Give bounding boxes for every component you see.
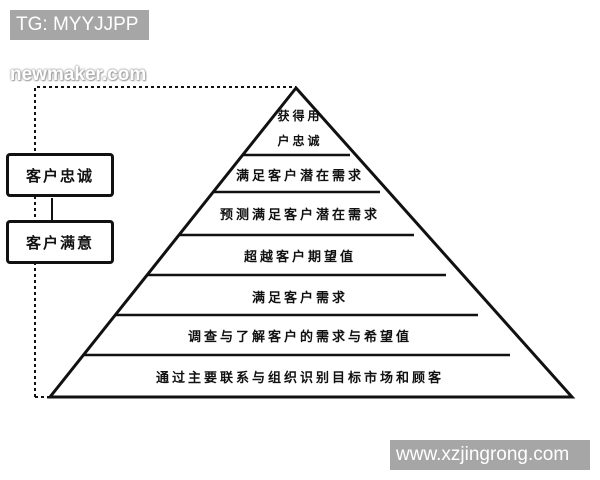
pyramid-layer-3: 预测满足客户潜在需求	[219, 208, 380, 223]
pyramid-outline	[46, 85, 576, 399]
watermark-top-left: TG: MYYJJPP	[10, 10, 149, 40]
side-box-customer-satisfaction: 客户满意	[6, 220, 114, 264]
pyramid-layer-4: 超越客户期望值	[243, 250, 356, 265]
side-box-label: 客户忠诚	[25, 166, 94, 185]
pyramid-layer-5: 满足客户需求	[251, 291, 348, 306]
watermark-source: newmaker.com	[10, 64, 147, 85]
pyramid-layer-6: 调查与了解客户的需求与希望值	[187, 330, 412, 345]
side-box-label: 客户满意	[25, 233, 94, 252]
pyramid-layer-1-line1: 获得用	[277, 109, 323, 123]
side-box-customer-loyalty: 客户忠诚	[6, 153, 114, 197]
pyramid-layer-2: 满足客户潜在需求	[235, 169, 364, 184]
watermark-bottom-right: www.xzjingrong.com	[390, 440, 590, 470]
pyramid-layer-7: 通过主要联系与组织识别目标市场和顾客	[155, 371, 444, 386]
dashed-connector	[34, 86, 296, 397]
pyramid-layer-1-line2: 户忠诚	[277, 134, 323, 148]
